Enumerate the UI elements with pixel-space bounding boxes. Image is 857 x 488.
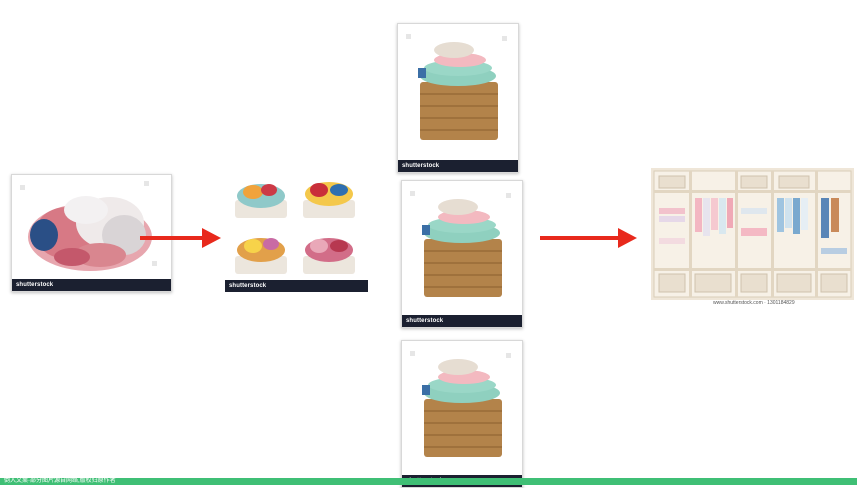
shutterstock-brand: shutterstock xyxy=(16,282,54,288)
shutterstock-brand: shutterstock xyxy=(406,318,444,324)
shutterstock-brand: shutterstock xyxy=(229,283,267,289)
folded-basket-image xyxy=(398,24,518,160)
stock-footer: shutterstock xyxy=(398,160,518,172)
sorted-baskets-image xyxy=(225,170,368,282)
bottom-banner: 倒入文案·部分图片源自网络,版权归原作者 xyxy=(0,478,857,485)
stock-footer: shutterstock xyxy=(402,315,522,327)
stock-caption: www.shutterstock.com · 1301184829 xyxy=(713,300,795,306)
stock-footer: shutterstock xyxy=(225,280,368,292)
sorted-baskets-card: shutterstock xyxy=(225,170,368,292)
messy-clothes-card: shutterstock xyxy=(11,174,172,292)
right-arrow-icon xyxy=(540,228,637,248)
folded-basket-card-middle: shutterstock xyxy=(401,180,523,328)
right-arrow-icon xyxy=(140,228,221,248)
wardrobe-card: www.shutterstock.com · 1301184829 xyxy=(651,168,854,308)
folded-basket-card-bottom: shutterstock xyxy=(401,340,523,488)
folded-basket-image xyxy=(402,181,522,315)
folded-basket-image xyxy=(402,341,522,475)
stock-footer: shutterstock xyxy=(12,279,171,291)
messy-clothes-image xyxy=(12,175,171,279)
wardrobe-image xyxy=(651,168,854,300)
shutterstock-brand: shutterstock xyxy=(402,163,440,169)
folded-basket-card-top: shutterstock xyxy=(397,23,519,173)
